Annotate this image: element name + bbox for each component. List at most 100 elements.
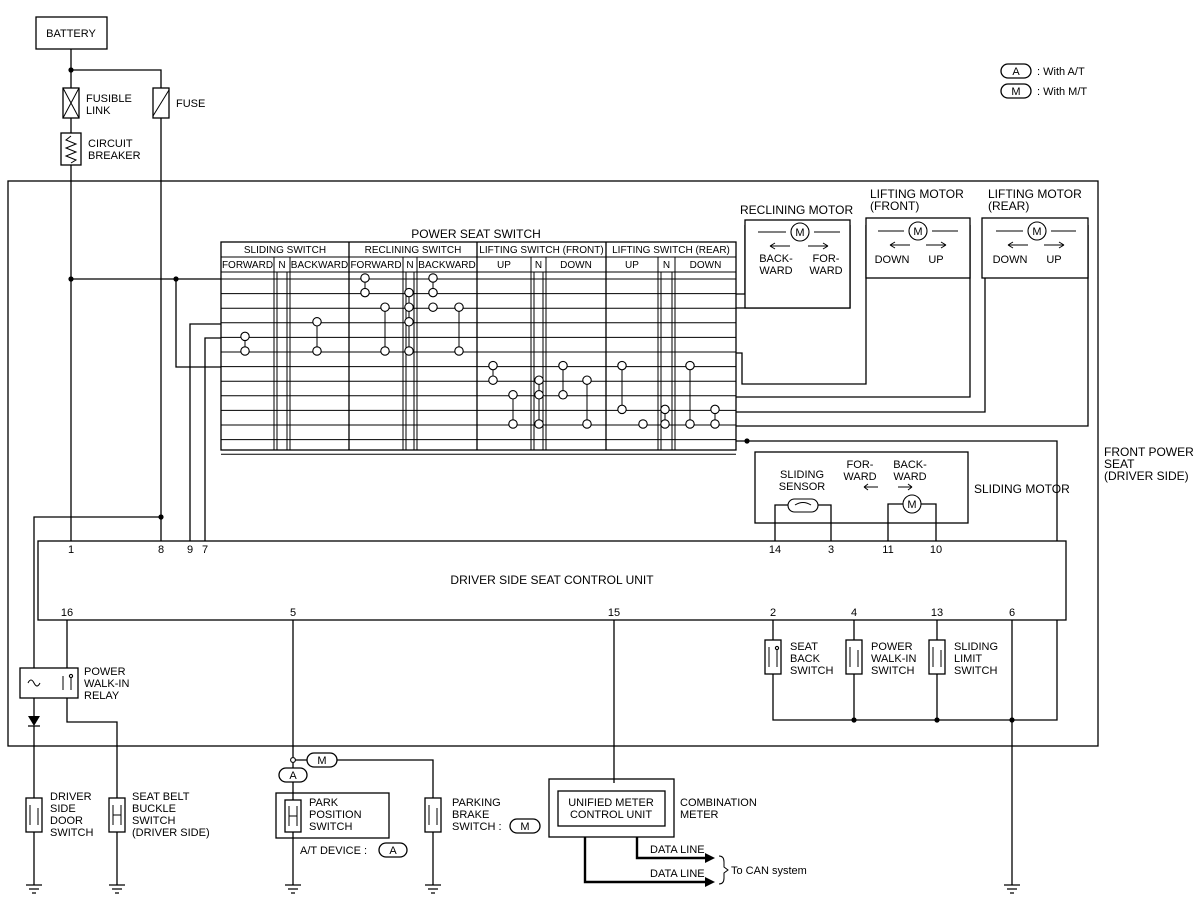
contact-terminal-33	[660, 419, 670, 429]
contact-terminal-20	[558, 390, 568, 400]
seat-belt-buckle-switch: SEAT BELT BUCKLE SWITCH (DRIVER SIDE)	[108, 791, 210, 839]
contact-terminal-29	[617, 404, 627, 415]
svg-text:LIFTING MOTOR: LIFTING MOTOR	[988, 187, 1082, 201]
svg-text:POWER: POWER	[871, 641, 913, 653]
contact-terminal-27	[508, 419, 518, 429]
pin-3: 3	[828, 544, 834, 556]
reclining-motor: RECLINING MOTOR M BACK- WARD FOR- WARD	[740, 203, 853, 309]
switch-position-label-8: DOWN	[560, 260, 592, 271]
lifting-motor-front-m: M	[913, 226, 922, 238]
variant-a-tag: A	[278, 767, 308, 783]
svg-text:FRONT POWER: FRONT POWER	[1104, 445, 1194, 459]
contact-terminal-0	[360, 273, 370, 283]
variant-m-tag: M	[306, 752, 338, 768]
svg-text:BRAKE: BRAKE	[452, 809, 489, 821]
contact-terminal-24	[582, 375, 592, 385]
circuit-breaker: CIRCUIT BREAKER	[60, 132, 141, 166]
power-seat-switch-title: POWER SEAT SWITCH	[411, 227, 541, 241]
fusible-link-label-2: LINK	[86, 105, 111, 117]
switch-table-frame	[220, 241, 737, 451]
pin-5: 5	[290, 607, 296, 619]
contact-terminal-35	[710, 404, 720, 415]
svg-text:SEAT: SEAT	[1104, 457, 1135, 471]
switch-position-label-1: N	[278, 260, 285, 271]
svg-text:UP: UP	[1046, 254, 1061, 266]
svg-text:POSITION: POSITION	[309, 809, 362, 821]
pin-7: 7	[202, 544, 208, 556]
svg-text:SEAT: SEAT	[790, 641, 818, 653]
switch-position-label-2: BACKWARD	[291, 260, 348, 271]
svg-text:RELAY: RELAY	[84, 690, 120, 702]
legend-a-text: : With A/T	[1037, 66, 1085, 78]
svg-text:FOR-: FOR-	[813, 253, 840, 265]
svg-text:SWITCH: SWITCH	[50, 827, 93, 839]
legend: A : With A/T M : With M/T	[1000, 63, 1087, 99]
circuit-breaker-label-1: CIRCUIT	[88, 138, 133, 150]
contact-terminal-17	[488, 360, 498, 371]
contact-terminal-15	[240, 331, 250, 342]
n-column-double-1	[405, 272, 415, 450]
contact-terminal-31	[685, 419, 695, 429]
svg-text:DOWN: DOWN	[875, 254, 910, 266]
svg-text:SLIDING: SLIDING	[954, 641, 998, 653]
svg-text:UNIFIED METER: UNIFIED METER	[568, 797, 654, 809]
svg-text:LIMIT: LIMIT	[954, 653, 982, 665]
switch-position-label-6: UP	[497, 260, 511, 271]
svg-text:A: A	[389, 845, 397, 857]
pin-13: 13	[931, 607, 943, 619]
svg-text:WARD: WARD	[843, 471, 876, 483]
contact-terminal-32	[660, 404, 670, 415]
battery-label: BATTERY	[46, 28, 96, 40]
svg-text:M: M	[520, 821, 529, 833]
contact-terminal-18	[488, 375, 498, 385]
n-column-double-3	[660, 272, 673, 450]
at-device-label: A/T DEVICE : A	[300, 842, 408, 858]
seat-back-switch: SEAT BACK SWITCH	[764, 639, 833, 677]
svg-text:(REAR): (REAR)	[988, 199, 1029, 213]
svg-text:BACK-: BACK-	[893, 459, 927, 471]
n-column-double-2	[533, 272, 544, 450]
contact-terminal-28	[617, 360, 627, 371]
contact-terminal-25	[582, 419, 592, 429]
svg-text:A/T DEVICE :: A/T DEVICE :	[300, 845, 367, 857]
sliding-motor-m: M	[907, 499, 916, 511]
combination-meter: UNIFIED METER CONTROL UNIT COMBINATION M…	[548, 778, 757, 838]
contact-terminal-14	[312, 346, 322, 356]
contact-terminal-6	[404, 287, 414, 298]
contact-terminal-22	[534, 390, 544, 400]
contact-terminal-21	[534, 375, 544, 385]
switch-group-label-1: RECLINING SWITCH	[365, 245, 462, 256]
lifting-motor-rear-m: M	[1032, 226, 1041, 238]
pin-1: 1	[68, 544, 74, 556]
contact-terminal-36	[710, 419, 720, 429]
contact-terminal-3	[428, 287, 438, 298]
lifting-motor-rear: LIFTING MOTOR (REAR) M DOWN UP	[981, 187, 1089, 279]
svg-text:BACK: BACK	[790, 653, 821, 665]
data-line-2: DATA LINE	[650, 868, 705, 880]
reclining-motor-m: M	[795, 227, 804, 239]
contact-terminal-34	[638, 419, 648, 429]
switch-position-label-10: N	[663, 260, 670, 271]
legend-m-symbol: M	[1011, 86, 1020, 98]
circuit-breaker-label-2: BREAKER	[88, 150, 141, 162]
svg-text:LIFTING MOTOR: LIFTING MOTOR	[870, 187, 964, 201]
sliding-limit-switch: SLIDING LIMIT SWITCH	[928, 639, 998, 677]
svg-text:DOOR: DOOR	[50, 815, 83, 827]
svg-text:M: M	[317, 755, 326, 767]
svg-text:WALK-IN: WALK-IN	[871, 653, 916, 665]
contact-terminal-23	[534, 419, 544, 429]
sliding-motor-title: SLIDING MOTOR	[974, 482, 1070, 496]
contact-terminal-4	[380, 302, 390, 312]
svg-text:SWITCH: SWITCH	[790, 665, 833, 677]
svg-text:SEAT BELT: SEAT BELT	[132, 791, 190, 803]
svg-text:WALK-IN: WALK-IN	[84, 678, 129, 690]
switch-position-label-3: FORWARD	[350, 260, 401, 271]
control-unit-title: DRIVER SIDE SEAT CONTROL UNIT	[450, 573, 654, 587]
can-system-label: To CAN system	[731, 865, 807, 877]
contact-terminal-30	[685, 360, 695, 371]
svg-text:PARK: PARK	[309, 797, 339, 809]
svg-text:SWITCH: SWITCH	[309, 821, 352, 833]
contact-terminal-1	[360, 287, 370, 298]
